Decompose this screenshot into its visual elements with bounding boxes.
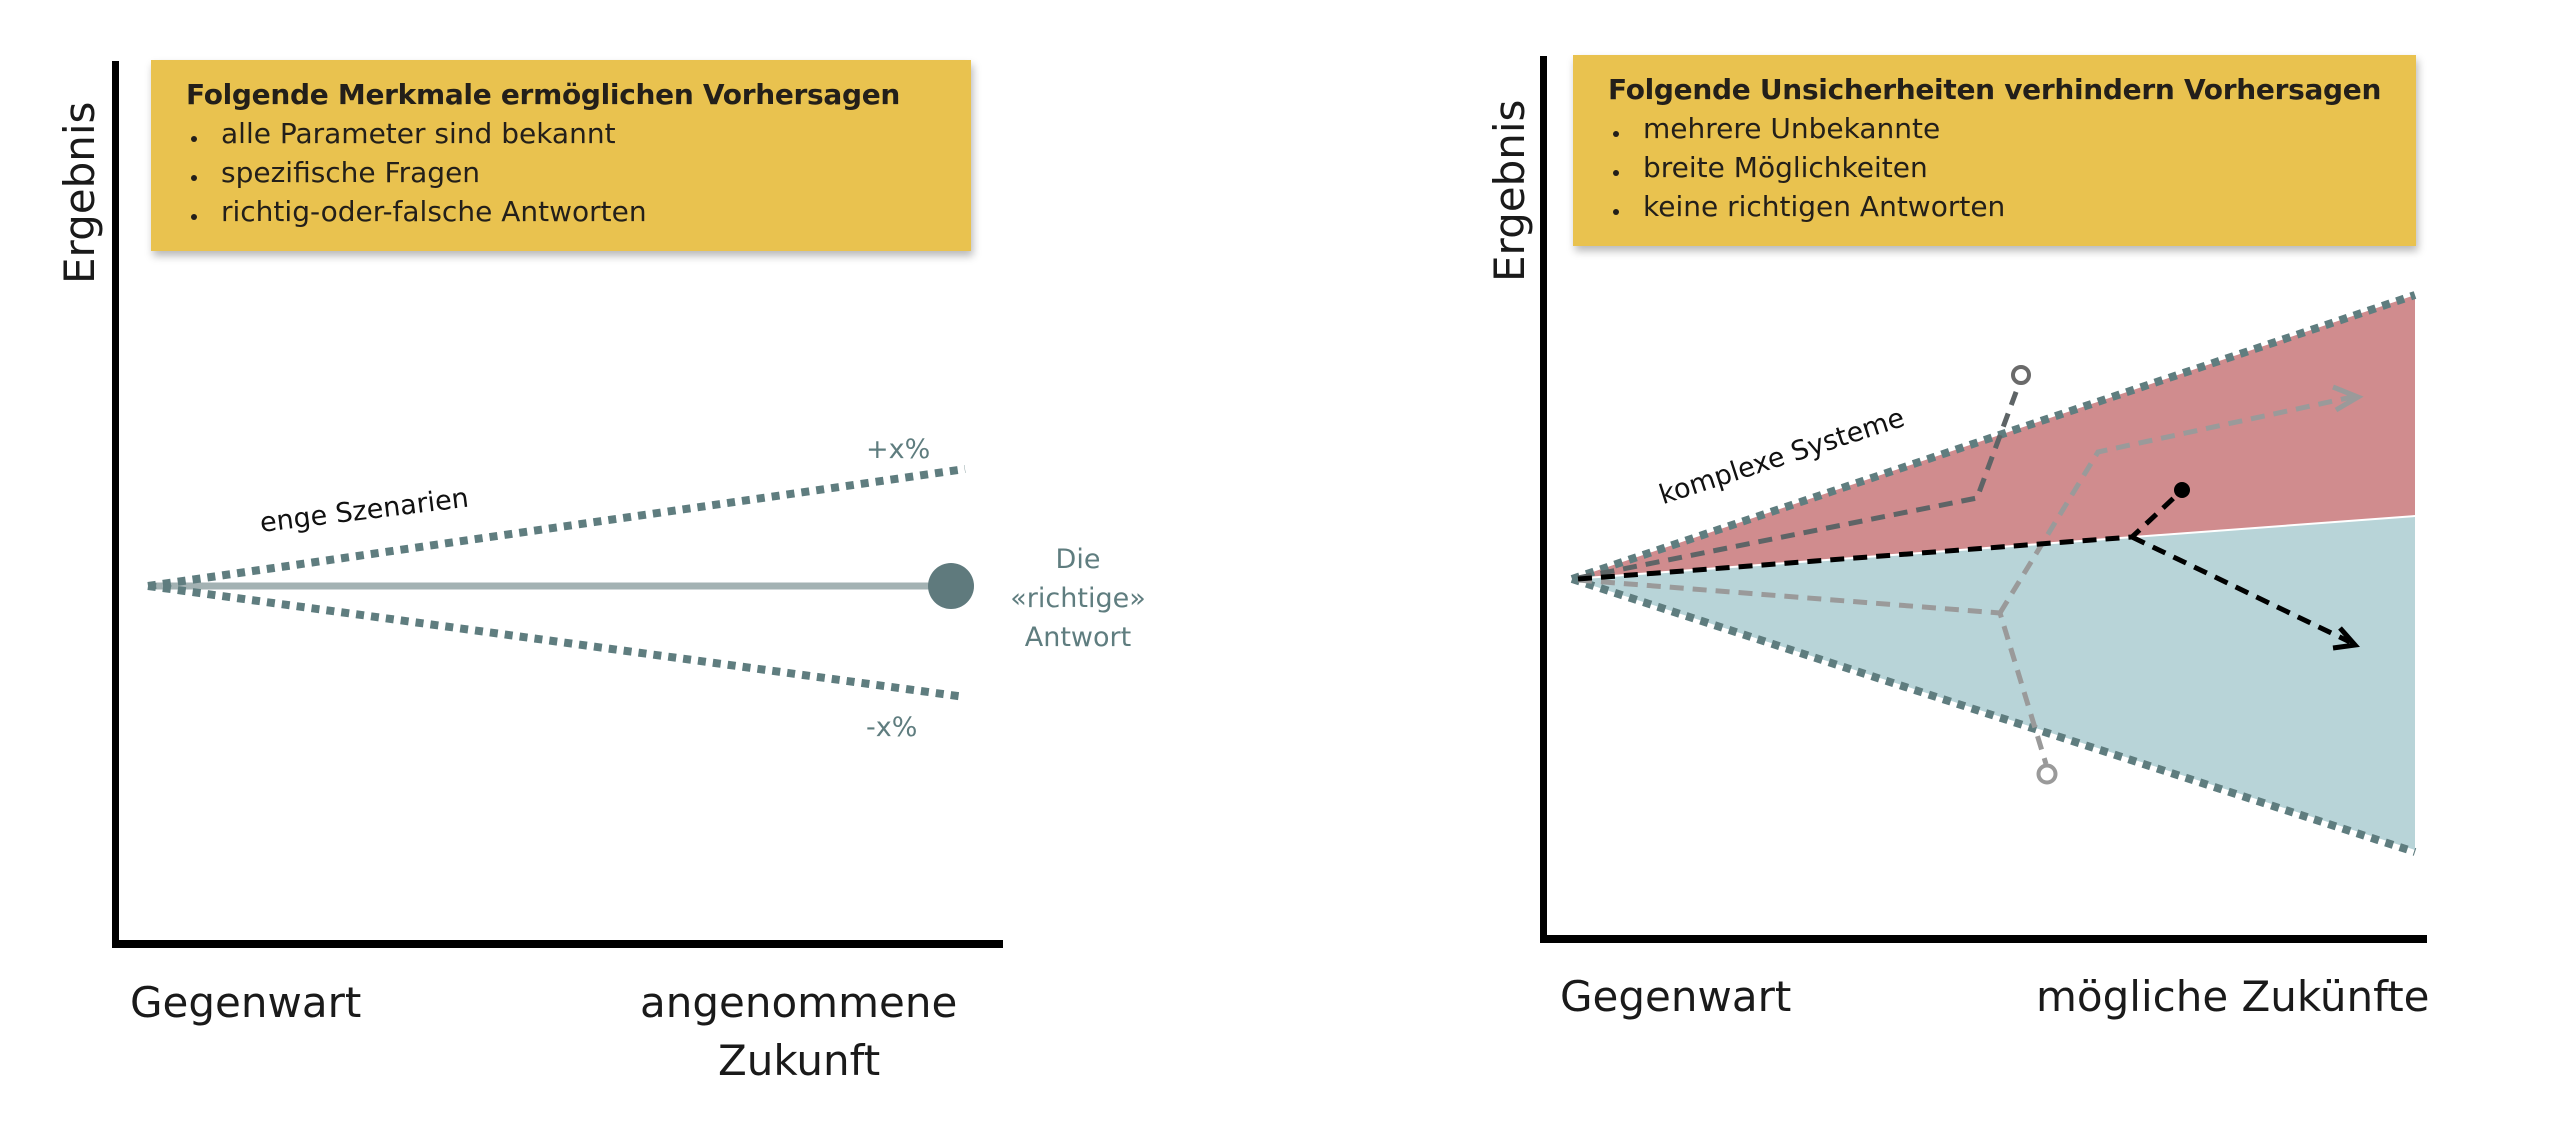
upper-open-circle-icon [2011,365,2031,385]
upper-bound-label: +x% [866,434,931,465]
right-info-title: Folgende Unsicherheiten verhindern Vorhe… [1608,73,2382,106]
left-x-end-label-line1: angenommene [640,978,958,1027]
left-info-box: Folgende Merkmale ermöglichen Vorhersage… [151,60,971,251]
bullet-icon [191,214,197,220]
grey-arrowhead-icon [2332,384,2364,413]
right-chart [1540,56,2427,943]
left-info-bullet: spezifische Fragen [221,156,481,189]
left-info-title: Folgende Merkmale ermöglichen Vorhersage… [186,78,901,111]
bullet-icon [191,175,197,181]
left-x-end-label-line2: Zukunft [718,1036,881,1085]
black-dot [2174,482,2190,498]
upper-fan-bound [1570,291,2417,583]
path-upper-branch [1997,394,2353,615]
left-info-bullet: richtig-oder-falsche Antworten [221,195,647,228]
lower-open-circle-icon [2036,763,2058,785]
right-info-bullet: keine richtigen Antworten [1643,190,2006,223]
answer-label: Die «richtige» Antwort [998,540,1158,657]
right-info-bullet: mehrere Unbekannte [1643,112,1941,145]
lower-bound-label: -x% [866,712,918,743]
left-x-start-label: Gegenwart [130,978,362,1027]
right-info-box: Folgende Unsicherheiten verhindern Vorhe… [1573,55,2416,246]
bullet-icon [1613,131,1619,137]
left-info-bullet: alle Parameter sind bekannt [221,117,616,150]
lower-fan-bound [1570,575,2417,856]
answer-label-line3: Antwort [1024,622,1132,653]
answer-dot [928,563,974,609]
lower-bound-line [147,582,966,701]
left-chart [112,61,1003,948]
left-y-axis-label: Ergebnis [55,101,104,284]
path-upper-dead-end [1577,383,2022,581]
right-x-start-label: Gegenwart [1560,972,1792,1021]
lower-uncertainty-region [1572,516,2415,850]
right-info-bullet: breite Möglichkeiten [1643,151,1928,184]
bullet-icon [1613,170,1619,176]
upper-bound-line [147,465,966,590]
right-x-end-label: mögliche Zukünfte [2036,972,2430,1021]
bullet-icon [191,136,197,142]
bullet-icon [1613,209,1619,215]
right-y-axis-label: Ergebnis [1485,99,1534,282]
black-arrowhead-icon [2332,626,2360,651]
answer-label-line2: «richtige» [1010,583,1146,614]
path-black-arrow [2130,534,2352,645]
answer-label-line1: Die [1055,544,1101,575]
